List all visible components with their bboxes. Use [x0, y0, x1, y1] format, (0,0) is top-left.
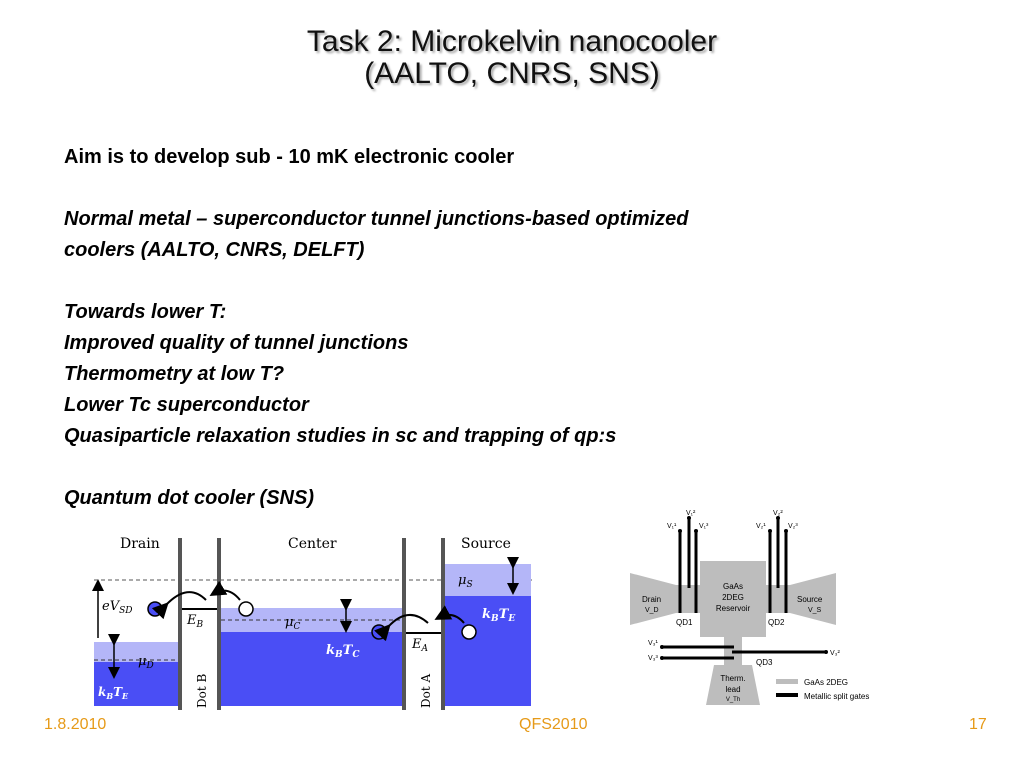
- source-lead: [790, 573, 836, 625]
- dot-b-right-barrier: [217, 538, 221, 710]
- tunnel-arrow-a2: [434, 605, 465, 624]
- tunnel-arrow-b2: [209, 580, 241, 601]
- gate-v2-1-end: [768, 529, 772, 533]
- gate-v1-2-end: [687, 516, 691, 520]
- eb-label: EB: [186, 613, 204, 630]
- electron-center: [371, 624, 387, 640]
- device-schematic: V₁² V₁¹ V₁³ V₂² V₂¹ V₂³ V₃¹ V₃³ V₃² Drai…: [630, 510, 869, 705]
- electron-drain: [147, 601, 163, 617]
- energy-level-diagram: Drain Center Source μD kBTE eVSD EB Dot …: [92, 536, 534, 710]
- slide-body: Aim is to develop sub - 10 mK electronic…: [64, 142, 964, 514]
- dot-a-label: Dot A: [419, 674, 433, 708]
- therm-text-1: Therm.: [720, 674, 745, 683]
- qd3-text: QD3: [756, 658, 773, 667]
- evsd-label: eVSD: [102, 599, 132, 616]
- therm-lead: [706, 665, 760, 705]
- gate-v3-3-end: [660, 656, 664, 660]
- v1-left-label: V₁¹: [667, 523, 677, 530]
- dot-b-label: Dot B: [195, 674, 209, 708]
- thermometry-line: Thermometry at low T?: [64, 363, 285, 385]
- gate-v3-2-end: [824, 650, 828, 654]
- reservoir-text-3: Reservoir: [716, 604, 751, 613]
- v2-right-label: V₂³: [788, 523, 798, 530]
- qd2-text: QD2: [768, 618, 785, 627]
- nis-line-1: Normal metal – superconductor tunnel jun…: [64, 208, 689, 230]
- qd1-text: QD1: [676, 618, 693, 627]
- center-fermi-sea: [221, 632, 402, 706]
- v1-top-label: V₁²: [686, 510, 696, 517]
- gate-v1-1-end: [678, 529, 682, 533]
- gate-v2-3-end: [784, 529, 788, 533]
- vs-text: V_S: [808, 607, 822, 614]
- gate-v2-2-end: [776, 516, 780, 520]
- source-text: Source: [797, 595, 823, 604]
- drain-lead: [630, 573, 676, 625]
- reservoir-text-1: GaAs: [723, 582, 743, 591]
- therm-text-2: lead: [725, 685, 740, 694]
- slide-title: Task 2: Microkelvin nanocooler (AALTO, C…: [0, 26, 1024, 90]
- ea-label: EA: [411, 637, 429, 654]
- vth-text: V_Th: [726, 697, 740, 703]
- footer-date: 1.8.2010: [44, 716, 107, 733]
- nis-line-2: coolers (AALTO, CNRS, DELFT): [64, 239, 365, 261]
- gaas-reservoir: [700, 561, 766, 637]
- vd-text: V_D: [645, 607, 659, 614]
- kbte-left-label: kBTE: [98, 685, 129, 701]
- dot-a-right-barrier: [441, 538, 445, 710]
- source-label: Source: [461, 536, 511, 552]
- source-fermi-sea: [445, 596, 531, 706]
- aim-line: Aim is to develop sub - 10 mK electronic…: [64, 146, 515, 168]
- legend-gates-swatch: [776, 693, 798, 697]
- center-label: Center: [288, 536, 337, 552]
- gate-v1-3-end: [694, 529, 698, 533]
- gate-v3-1-end: [660, 645, 664, 649]
- v2-top-label: V₂²: [773, 510, 783, 517]
- title-line-1: Task 2: Microkelvin nanocooler: [306, 25, 718, 58]
- v3-3-label: V₃³: [648, 655, 659, 662]
- blank-line: [64, 452, 964, 483]
- footer-page-number: 17: [969, 716, 987, 733]
- v3-1-label: V₃¹: [648, 640, 659, 647]
- blank-line: [64, 266, 964, 297]
- dot-a-left-barrier: [402, 538, 406, 710]
- hole-center: [238, 601, 254, 617]
- hole-source: [461, 624, 477, 640]
- towards-line: Towards lower T:: [64, 301, 227, 323]
- legend-2deg-swatch: [776, 679, 798, 684]
- tc-line: Lower Tc superconductor: [64, 394, 309, 416]
- drain-text: Drain: [642, 595, 661, 604]
- junctions-line: Improved quality of tunnel junctions: [64, 332, 409, 354]
- kbtc-label: kBTC: [326, 643, 360, 660]
- quantum-dot-line: Quantum dot cooler (SNS): [64, 487, 314, 509]
- drain-label: Drain: [120, 536, 160, 552]
- legend-2deg-text: GaAs 2DEG: [804, 678, 848, 687]
- v1-right-label: V₁³: [699, 523, 709, 530]
- tunnel-arrow-a1: [374, 614, 429, 642]
- legend-gates-text: Metallic split gates: [804, 692, 869, 701]
- quasiparticle-line: Quasiparticle relaxation studies in sc a…: [64, 425, 617, 447]
- title-line-2: (AALTO, CNRS, SNS): [364, 57, 660, 90]
- footer-event: QFS2010: [519, 716, 588, 733]
- v3-2-label: V₃²: [830, 650, 841, 657]
- blank-line: [64, 173, 964, 204]
- tunnel-arrow-b1: [151, 591, 207, 620]
- v2-left-label: V₂¹: [756, 523, 766, 530]
- kbte-right-label: kBTE: [482, 607, 515, 624]
- dot-b-left-barrier: [178, 538, 182, 710]
- reservoir-text-2: 2DEG: [722, 593, 744, 602]
